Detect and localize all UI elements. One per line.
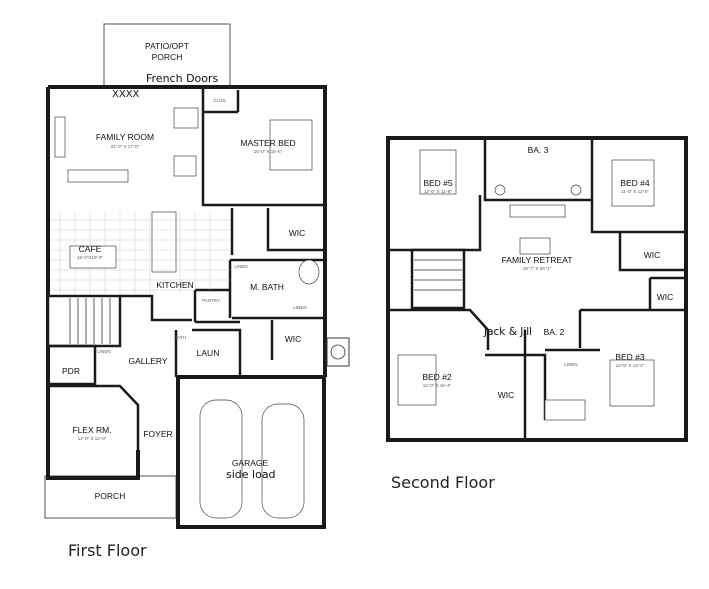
svg-text:11'-0" X 12'-0": 11'-0" X 12'-0"	[621, 189, 649, 194]
room-label-wic: WIC	[285, 334, 302, 344]
room-label-master-bed: MASTER BED	[240, 138, 295, 148]
first-floor-plan	[44, 23, 350, 529]
master-bed-wall	[201, 87, 325, 207]
room-label-wic: WIC	[289, 228, 306, 238]
room-label-garage: GARAGE	[232, 458, 269, 468]
room-label-pantry: PANTRY	[202, 298, 220, 303]
stair	[410, 248, 466, 310]
jack-jill-note: Jack & Jill	[483, 326, 532, 338]
svg-text:15'-0"X10'-0": 15'-0"X10'-0"	[77, 255, 103, 260]
room-label-ba2: BA. 2	[544, 327, 565, 337]
room-label-linen: LINEN	[293, 305, 306, 310]
patio-outline	[103, 23, 231, 87]
svg-text:12'-6" X 13'-4": 12'-6" X 13'-4"	[616, 363, 645, 368]
car	[199, 399, 243, 519]
room-label-cafe: CAFE	[79, 244, 102, 254]
xxxx-note: XXXX	[112, 89, 140, 100]
room-label-foyer: FOYER	[143, 429, 172, 439]
second-floor-exterior	[386, 136, 688, 442]
svg-text:12'-0" X 16'-4": 12'-0" X 16'-4"	[423, 383, 452, 388]
ac-unit	[326, 337, 350, 367]
french-doors-note: French Doors	[146, 72, 219, 85]
exterior-wall-top	[48, 85, 327, 210]
side-load-note: side load	[226, 468, 276, 481]
room-label-bed2: BED #2	[422, 372, 452, 382]
room-label-patio: PATIO/OPT	[145, 41, 189, 51]
bed	[609, 359, 655, 407]
armchair	[173, 107, 199, 129]
sofa	[54, 116, 66, 158]
stair-treads	[69, 298, 111, 344]
first-floor-title: First Floor	[68, 541, 147, 560]
coffee-table	[519, 237, 551, 255]
room-label-laun: LAUN	[197, 348, 220, 358]
svg-text:21'-0" X 17'-0": 21'-0" X 17'-0"	[111, 144, 140, 149]
room-label-kitchen: KITCHEN	[156, 280, 193, 290]
bed	[419, 149, 457, 195]
room-label-flex: FLEX RM.	[72, 425, 111, 435]
room-label-family-room: FAMILY ROOM	[96, 132, 154, 142]
room-label-m-bath: M. BATH	[250, 282, 284, 292]
kitchen-island	[151, 211, 177, 273]
tile-grid	[50, 212, 230, 294]
pdr-wall	[48, 344, 97, 386]
room-label-bed3: BED #3	[615, 352, 645, 362]
room-label-wic: WIC	[657, 292, 674, 302]
svg-text:16'-0" X 16'-6": 16'-0" X 16'-6"	[254, 149, 283, 154]
armchair	[173, 155, 197, 177]
room-label-bath-abbr: BATH	[174, 335, 186, 340]
bed	[611, 159, 655, 207]
room-label-linen: LINEN	[97, 349, 110, 354]
bed2-wall	[388, 308, 490, 350]
wic-wall	[266, 208, 325, 252]
bed	[269, 119, 313, 171]
room-label-gallery: GALLERY	[128, 356, 167, 366]
second-floor-plan	[386, 136, 688, 442]
room-label-clos: CLOS.	[213, 98, 227, 103]
svg-text:12'-0" X 12'-0": 12'-0" X 12'-0"	[78, 436, 107, 441]
room-label-bed4: BED #4	[620, 178, 650, 188]
second-floor-title: Second Floor	[391, 473, 495, 492]
porch-outline	[44, 475, 177, 519]
car	[261, 403, 305, 519]
room-label-bed5: BED #5	[423, 178, 453, 188]
bed5-wall	[388, 195, 482, 252]
sofa	[67, 169, 129, 183]
exterior-wall-left	[46, 87, 140, 480]
svg-text:12'-0" X 11'-8": 12'-0" X 11'-8"	[424, 189, 452, 194]
room-label-ba3: BA. 3	[528, 145, 549, 155]
garage-wall	[176, 375, 326, 529]
tub	[298, 259, 320, 285]
bed4-wall	[590, 200, 686, 234]
ba3-wall	[483, 140, 594, 202]
room-label-pdr: PDR	[62, 366, 80, 376]
tub	[544, 399, 586, 421]
sofa	[509, 204, 566, 218]
room-label-wic: WIC	[644, 250, 661, 260]
room-label-wic: WIC	[498, 390, 515, 400]
bed	[397, 354, 437, 406]
svg-text:PORCH: PORCH	[152, 52, 183, 62]
svg-text:18'-7" X 28'-1": 18'-7" X 28'-1"	[523, 266, 552, 271]
room-label-linen: LINEN	[234, 264, 247, 269]
flex-wall	[48, 384, 140, 450]
stair	[46, 294, 122, 348]
room-label-linen: LINEN	[564, 362, 577, 367]
dining-table	[69, 245, 117, 269]
room-label-family-retreat: FAMILY RETREAT	[502, 255, 573, 265]
room-label-porch: PORCH	[95, 491, 126, 501]
